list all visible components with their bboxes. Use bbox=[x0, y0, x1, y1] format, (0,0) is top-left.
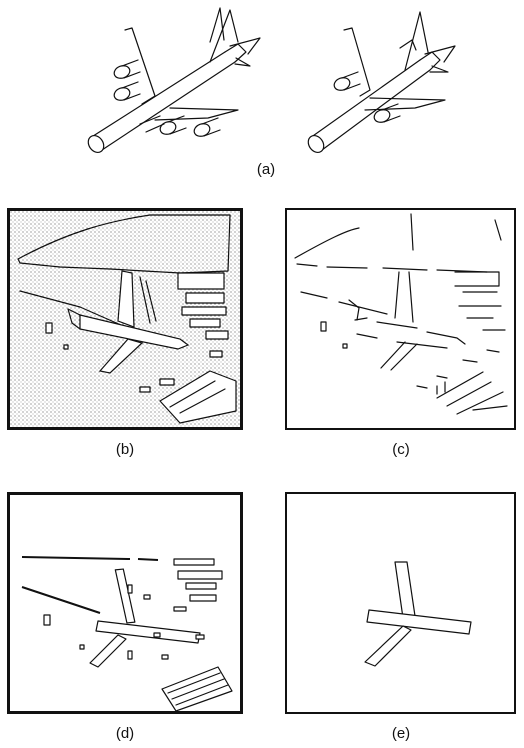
aircraft-model-right bbox=[307, 11, 456, 153]
aircraft-model-left bbox=[87, 7, 261, 153]
aircraft-models-svg bbox=[87, 7, 456, 153]
segments-svg bbox=[21, 556, 233, 711]
edge-map-svg bbox=[294, 213, 508, 415]
ground-clutter bbox=[139, 272, 237, 424]
caption-b: (b) bbox=[115, 441, 135, 458]
caption-a: (a) bbox=[256, 161, 276, 178]
panel-c-edges bbox=[285, 208, 516, 430]
panel-e-model bbox=[285, 492, 516, 714]
recognized-model-svg bbox=[364, 561, 472, 667]
panel-d-segments bbox=[7, 492, 243, 714]
caption-d: (d) bbox=[115, 725, 135, 742]
caption-e: (e) bbox=[391, 725, 411, 742]
photo-scene-svg bbox=[10, 211, 240, 427]
caption-c: (c) bbox=[392, 441, 410, 458]
model-views bbox=[60, 0, 490, 160]
panel-b-photo bbox=[7, 208, 243, 430]
